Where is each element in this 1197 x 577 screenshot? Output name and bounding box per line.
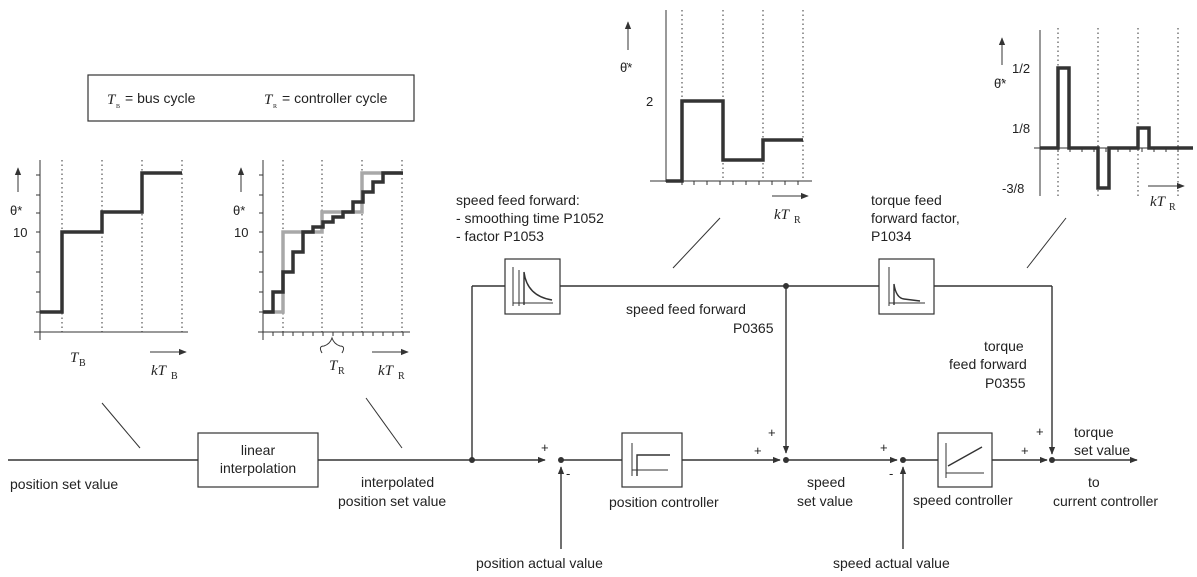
junction-signs: + - + + + - + + [541, 424, 1044, 481]
graph2-period-subscript: R [338, 366, 345, 377]
torque-ff-param-line1: torque [984, 338, 1024, 354]
graph2-ytick: 10 [234, 225, 248, 240]
graph-position-interpolated: θ* 10 T R kT R [233, 160, 410, 382]
block-linear-interpolation: linear interpolation [197, 432, 319, 488]
position-controller-label: position controller [609, 494, 719, 510]
legend-tr-subscript: R [273, 104, 277, 110]
sign-torque-ff-plus: + [1036, 424, 1044, 439]
graph3-xlabel-subscript: R [794, 215, 801, 226]
legend-tr-symbol: T [264, 92, 274, 108]
legend-box: T B = bus cycle T R = controller cycle [87, 74, 415, 122]
legend-tb-subscript: B [116, 104, 120, 110]
to-current-label-line2: current controller [1053, 493, 1158, 509]
speed-ff-label-line3: - factor P1053 [456, 228, 544, 244]
speed-set-label-line1: speed [807, 474, 845, 490]
speed-controller-label: speed controller [913, 492, 1013, 508]
graph4-ytick-top: 1/2 [1012, 61, 1030, 76]
graph1-ytick: 10 [13, 225, 27, 240]
interp-set-label-line2: position set value [338, 493, 446, 509]
torque-ff-param-line3: P0355 [985, 375, 1026, 391]
graph3-ytick: 2 [646, 94, 653, 109]
graph4-xlabel-symbol: kT [1150, 194, 1167, 210]
position-set-value-label: position set value [10, 476, 118, 492]
signal-flow [8, 283, 1138, 549]
graph4-ytick-mid: 1/8 [1012, 121, 1030, 136]
speed-actual-value-label: speed actual value [833, 555, 950, 571]
sign-speed-ctrl-plus: + [754, 443, 762, 458]
sign-torque-ctrl-plus: + [1021, 443, 1029, 458]
graph-position-bus: θ* 10 T B kT B [10, 160, 188, 382]
speed-ff-label-line1: speed feed forward: [456, 192, 580, 208]
sign-speed-plus: + [880, 440, 888, 455]
interp-label-line1: linear [241, 442, 276, 458]
graph3-ylabel: θ̇* [620, 60, 632, 75]
graph2-period-symbol: T [329, 358, 339, 374]
graph4-ytick-low: -3/8 [1002, 181, 1024, 196]
graph1-period-symbol: T [70, 350, 80, 366]
torque-set-label-line2: set value [1074, 442, 1130, 458]
block-speed-controller [937, 432, 993, 488]
legend-tr-text: = controller cycle [282, 90, 388, 106]
graph2-xlabel-symbol: kT [378, 363, 395, 379]
legend-tb-text: = bus cycle [125, 90, 196, 106]
graph-torque-derivative: θ̈* 1/2 1/8 -3/8 kT R [994, 28, 1193, 213]
torque-ff-label-line1: torque feed [871, 192, 942, 208]
graph4-ylabel: θ̈* [994, 76, 1006, 91]
torque-set-label-line1: torque [1074, 424, 1114, 440]
torque-ff-param-line2: feed forward [949, 356, 1027, 372]
to-current-label-line1: to [1088, 474, 1100, 490]
graph4-xlabel-subscript: R [1169, 202, 1176, 213]
graph1-xlabel-symbol: kT [151, 363, 168, 379]
block-torque-feedforward [878, 258, 935, 315]
block-position-controller [621, 432, 683, 488]
graph-speed-derivative: θ̇* 2 kT R [620, 10, 812, 226]
speed-ff-param-line2: P0365 [733, 320, 774, 336]
graph1-period-subscript: B [79, 358, 86, 369]
torque-ff-label-line2: forward factor, [871, 210, 960, 226]
interp-label-line2: interpolation [220, 460, 296, 476]
block-speed-feedforward [504, 258, 561, 315]
graph1-ylabel: θ* [10, 203, 22, 218]
graph2-ylabel: θ* [233, 203, 245, 218]
sign-pos-plus: + [541, 440, 549, 455]
graph2-xlabel-subscript: R [398, 371, 405, 382]
position-actual-value-label: position actual value [476, 555, 603, 571]
interp-set-label-line1: interpolated [361, 474, 434, 490]
graph1-xlabel-subscript: B [171, 371, 178, 382]
sign-speed-minus: - [889, 466, 893, 481]
speed-ff-param-line1: speed feed forward [626, 301, 746, 317]
graph-pointers [101, 217, 1067, 449]
sign-speed-ff-plus: + [768, 425, 776, 440]
sign-pos-minus: - [566, 466, 570, 481]
speed-set-label-line2: set value [797, 493, 853, 509]
speed-ff-label-line2: - smoothing time P1052 [456, 210, 604, 226]
diagram-labels: position set value interpolated position… [10, 192, 1158, 571]
legend-tb-symbol: T [107, 92, 117, 108]
torque-ff-label-line3: P1034 [871, 228, 912, 244]
graph3-xlabel-symbol: kT [774, 207, 791, 223]
